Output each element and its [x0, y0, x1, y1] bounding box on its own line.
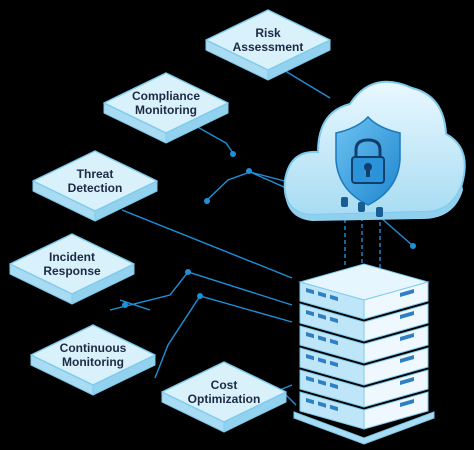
- tile-threat: [32, 150, 158, 222]
- server-rack-icon: [293, 263, 435, 445]
- tile-risk: [205, 9, 331, 81]
- server-unit: [299, 281, 429, 320]
- tile-compliance: [103, 72, 229, 144]
- tile-group: [9, 9, 331, 433]
- tile-continuous: [30, 324, 156, 396]
- server-unit: [299, 303, 429, 342]
- server-unit: [299, 325, 429, 364]
- shield-lock-icon: [335, 115, 401, 206]
- server-unit: [299, 391, 429, 430]
- server-unit: [299, 347, 429, 386]
- server-unit: [299, 369, 429, 408]
- cloud-plugs: [341, 197, 383, 217]
- tile-cost: [161, 361, 287, 433]
- server-rack-base: [293, 411, 435, 445]
- tile-incident: [9, 233, 135, 305]
